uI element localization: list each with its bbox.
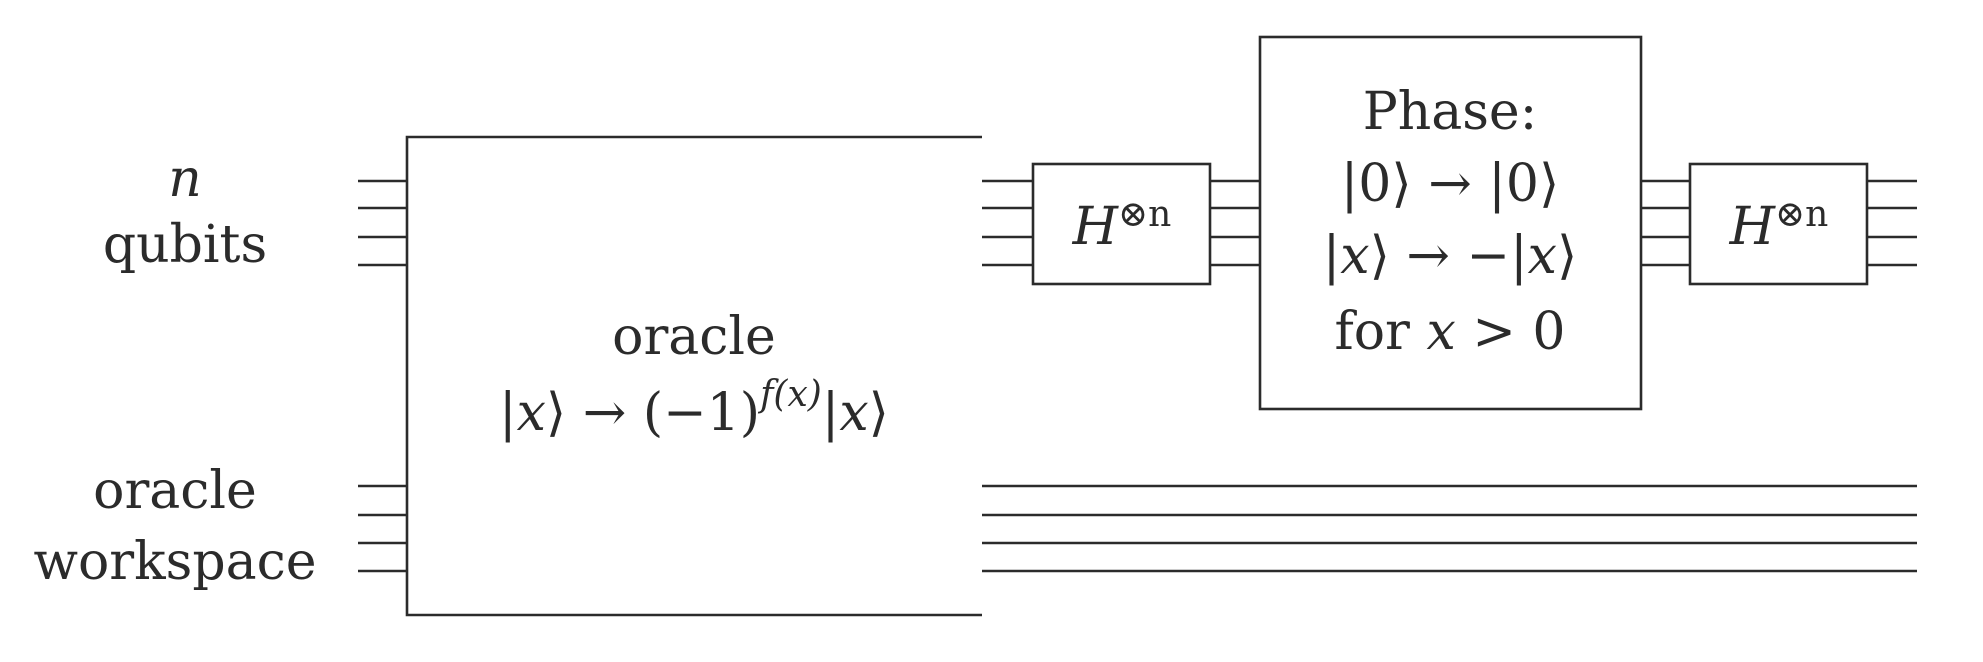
oracle-title: oracle [612,307,776,367]
oracle-exponent: f(x) [757,374,822,415]
hadamard-1-box [1031,162,1212,286]
n-qubits-label: n qubits [103,149,267,275]
hadamard-1-base: H [1072,197,1120,257]
hadamard-2-label: H⊗n [1729,194,1829,257]
label-oracle: oracle [93,461,257,521]
hadamard-2-box [1688,162,1869,286]
phase-zero-in: 0 [1358,154,1391,214]
qubit-wires [358,179,1917,267]
phase-gate: Phase: |0⟩ → |0⟩ |x⟩ → −|x⟩ for x > 0 [1258,35,1643,411]
label-qubits: qubits [103,215,267,275]
oracle-box-outline [405,135,982,617]
oracle-mapping: |x⟩ → (−1)f(x)|x⟩ [499,374,889,443]
phase-x-in: x [1340,226,1369,286]
phase-arrow-1: → [1428,154,1472,214]
oracle-gate: oracle |x⟩ → (−1)f(x)|x⟩ [405,135,982,617]
oracle-arrow: → [583,383,627,443]
phase-rule-x: |x⟩ → −|x⟩ [1323,226,1578,286]
hadamard-2-base: H [1729,197,1777,257]
workspace-wires [358,484,1917,573]
oracle-ket-x: x [517,383,546,443]
workspace-label: oracle workspace [33,461,316,592]
phase-zero-out: 0 [1506,154,1539,214]
phase-x-out: x [1528,226,1557,286]
label-n: n [168,149,202,209]
phase-arrow-2: → [1406,226,1450,286]
phase-rule-zero: |0⟩ → |0⟩ [1341,154,1559,214]
oracle-ket-x-2: x [839,383,868,443]
phase-box [1258,35,1643,411]
hadamard-gate-1: H⊗n [1031,162,1212,286]
hadamard-1-label: H⊗n [1072,194,1172,257]
phase-condition: for x > 0 [1335,302,1566,362]
phase-cond-x: x [1426,302,1455,362]
hadamard-gate-2: H⊗n [1688,162,1869,286]
phase-for: for [1335,302,1411,362]
hadamard-2-power: ⊗n [1775,194,1828,235]
phase-minus: − [1467,226,1511,286]
phase-title: Phase: [1363,82,1537,142]
phase-gt: > 0 [1472,302,1565,362]
hadamard-1-power: ⊗n [1118,194,1171,235]
label-workspace: workspace [33,532,316,592]
oracle-minus-one: (−1) [643,383,760,443]
